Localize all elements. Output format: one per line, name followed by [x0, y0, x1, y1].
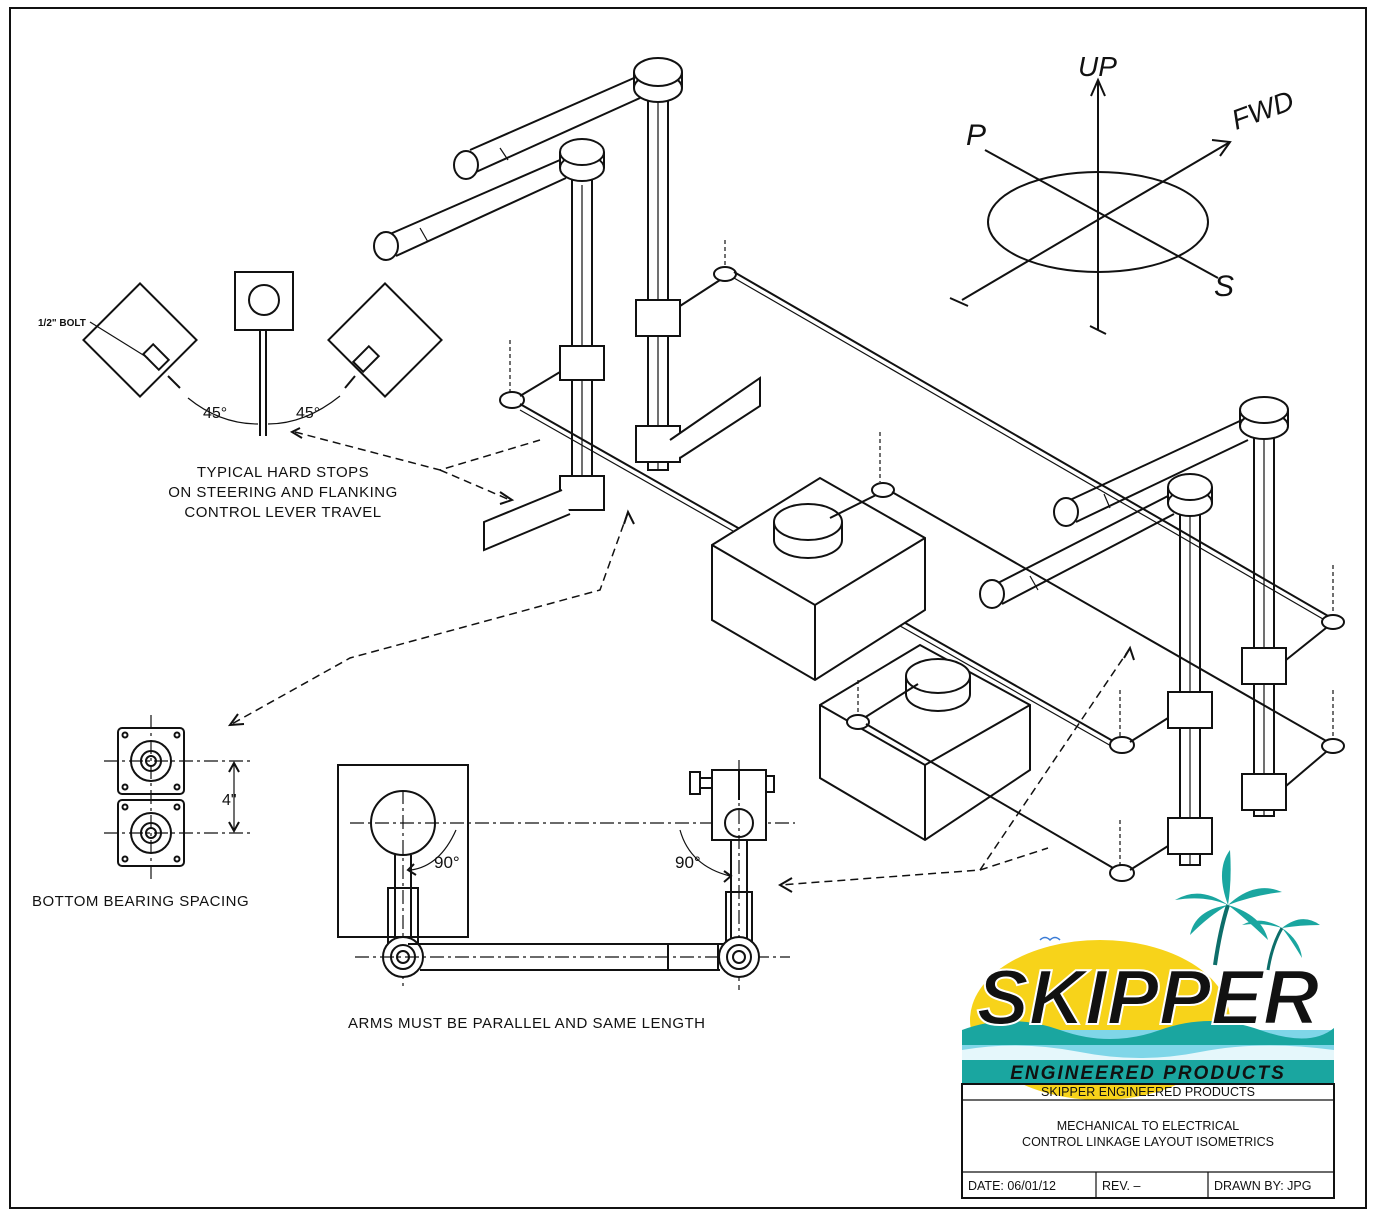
title-block-drawn-by: DRAWN BY: JPG [1214, 1179, 1311, 1193]
title-block-rev: REV. – [1102, 1179, 1141, 1193]
title-block-company: SKIPPER ENGINEERED PRODUCTS [1041, 1085, 1255, 1099]
arms-caption: ARMS MUST BE PARALLEL AND SAME LENGTH [348, 1015, 705, 1032]
angle-left-label: 45° [203, 405, 227, 422]
isometric-linkage [227, 57, 1345, 893]
seagull-icon [1039, 936, 1061, 942]
title-block-title-line1: MECHANICAL TO ELECTRICAL [1057, 1119, 1240, 1133]
title-block: SKIPPER ENGINEERED PRODUCTS MECHANICAL T… [961, 1083, 1335, 1199]
arms-angle-right: 90° [675, 853, 701, 872]
orientation-compass: UP FWD P S [949, 51, 1298, 335]
compass-fwd-label: FWD [1227, 85, 1298, 136]
arms-angle-left: 90° [434, 853, 460, 872]
bearing-spacing-detail: 4" BOTTOM BEARING SPACING [32, 715, 250, 910]
hard-stops-caption-line2: ON STEERING AND FLANKING [168, 484, 398, 501]
compass-up-label: UP [1078, 51, 1117, 82]
compass-starboard-label: S [1214, 270, 1234, 303]
title-block-title-line2: CONTROL LINKAGE LAYOUT ISOMETRICS [1022, 1135, 1274, 1149]
compass-port-label: P [966, 119, 986, 152]
logo-subline: ENGINEERED PRODUCTS [1010, 1063, 1286, 1084]
hard-stops-caption-line1: TYPICAL HARD STOPS [197, 464, 369, 481]
bolt-size-label: 1/2" BOLT [38, 318, 86, 329]
parallel-arms-detail: 90° 90° ARMS MUST BE PARALLEL AND SAME L… [337, 760, 795, 1032]
bearing-spacing-dimension: 4" [222, 792, 237, 809]
bearing-spacing-caption: BOTTOM BEARING SPACING [32, 893, 249, 910]
sheet-border [9, 7, 1367, 1209]
logo-wordmark: SKIPPER [977, 953, 1319, 1041]
skipper-logo: SKIPPER ENGINEERED PRODUCTS [962, 850, 1334, 1100]
palm-tree-icon [1175, 850, 1320, 971]
angle-right-label: 45° [296, 405, 320, 422]
hard-stops-caption-line3: CONTROL LEVER TRAVEL [184, 504, 381, 521]
hard-stops-detail: 1/2" BOLT 45° 45° TYPICAL HARD STOPS ON … [38, 271, 541, 521]
title-block-date: DATE: 06/01/12 [968, 1179, 1056, 1193]
